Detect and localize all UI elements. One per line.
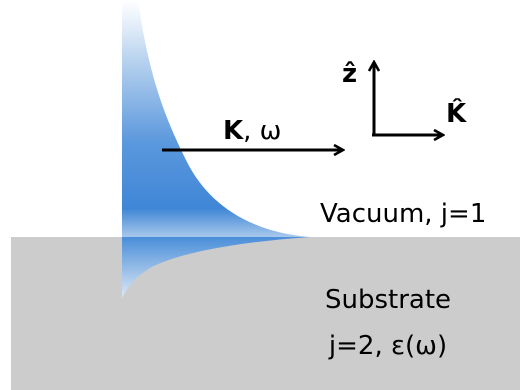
substrate-label: Substrate: [325, 285, 451, 315]
k-axis-label: K̂: [446, 97, 467, 129]
field-profile-vacuum: [122, 0, 310, 237]
substrate-properties-label: j=2, ε(ω): [328, 331, 447, 361]
wavevector-label-bold: K: [223, 116, 244, 146]
substrate-region: [11, 237, 520, 390]
wavevector-label: K, ω: [223, 116, 281, 146]
field-profile-substrate: [122, 237, 310, 298]
z-axis-label: ẑ: [342, 59, 357, 89]
vacuum-label: Vacuum, j=1: [320, 199, 486, 229]
wavevector-label-rest: , ω: [243, 116, 281, 146]
